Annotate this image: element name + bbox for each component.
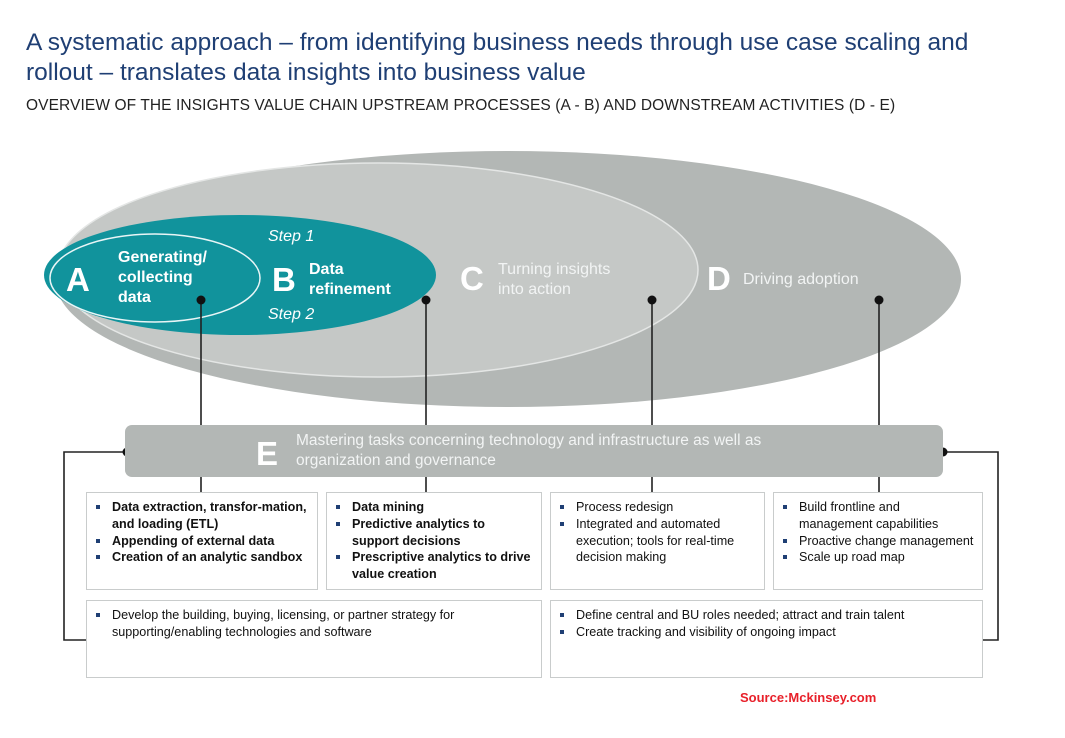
stage-a-letter: A — [66, 261, 90, 298]
bullet-icon — [96, 505, 100, 509]
stage-d-label: Driving adoption — [743, 271, 859, 288]
box-organization: Define central and BU roles needed; attr… — [550, 600, 983, 678]
stage-e-letter: E — [256, 435, 279, 472]
list-item: Process redesign — [557, 499, 758, 516]
dot-b — [421, 295, 431, 305]
stage-b-ellipse — [44, 215, 436, 335]
stage-e-bar — [125, 425, 943, 477]
source-credit: Source:Mckinsey.com — [740, 690, 877, 705]
list-item: Integrated and automated execution; tool… — [557, 516, 758, 566]
list-item: Create tracking and visibility of ongoin… — [557, 624, 976, 641]
list-item: Scale up road map — [780, 549, 976, 566]
list-item: Define central and BU roles needed; attr… — [557, 607, 976, 624]
list-item: Data extraction, transfor-mation, and lo… — [93, 499, 311, 533]
page-title: A systematic approach – from identifying… — [26, 29, 969, 86]
bullet-icon — [560, 505, 564, 509]
stage-a-label: Generating/ collecting data — [118, 249, 207, 306]
box-stage-b: Data mining Predictive analytics to supp… — [326, 492, 542, 590]
bullet-icon — [96, 538, 100, 543]
list-item: Proactive change management — [780, 533, 976, 550]
stage-a-ellipse — [49, 233, 261, 323]
stage-c-label: Turning insights into action — [498, 261, 611, 298]
left-bracket — [63, 451, 127, 641]
list-item: Appending of external data — [93, 533, 311, 550]
list-item: Predictive analytics to support decision… — [333, 516, 535, 550]
right-bracket — [943, 451, 999, 641]
dot-c — [647, 295, 657, 305]
step-2-label: Step 2 — [268, 306, 315, 323]
bullet-icon — [783, 555, 787, 560]
box-technology: Develop the building, buying, licensing,… — [86, 600, 542, 678]
bullet-icon — [560, 629, 564, 634]
stage-e-label: Mastering tasks concerning technology an… — [296, 432, 762, 469]
bullet-icon — [783, 505, 787, 509]
dot-a — [196, 295, 206, 305]
stage-b-letter: B — [272, 261, 296, 298]
page-subtitle: OVERVIEW OF THE INSIGHTS VALUE CHAIN UPS… — [26, 97, 896, 114]
bullet-icon — [96, 555, 100, 560]
list-item: Build frontline and management capabilit… — [780, 499, 976, 533]
list-item: Develop the building, buying, licensing,… — [93, 607, 535, 641]
bullet-icon — [560, 521, 564, 526]
bullet-icon — [96, 613, 100, 617]
box-stage-c: Process redesign Integrated and automate… — [550, 492, 765, 590]
stage-b-label: Data refinement — [309, 261, 391, 298]
bullet-icon — [336, 521, 340, 526]
dot-d — [874, 295, 884, 305]
stage-c-letter: C — [460, 260, 484, 297]
list-item: Creation of an analytic sandbox — [93, 549, 311, 566]
bullet-icon — [336, 555, 340, 560]
bullet-icon — [336, 505, 340, 509]
box-stage-a: Data extraction, transfor-mation, and lo… — [86, 492, 318, 590]
bullet-icon — [783, 538, 787, 543]
list-item: Data mining — [333, 499, 535, 516]
list-item: Prescriptive analytics to drive value cr… — [333, 549, 535, 583]
step-1-label: Step 1 — [268, 228, 315, 245]
box-stage-d: Build frontline and management capabilit… — [773, 492, 983, 590]
stage-d-letter: D — [707, 260, 731, 297]
bullet-icon — [560, 613, 564, 617]
